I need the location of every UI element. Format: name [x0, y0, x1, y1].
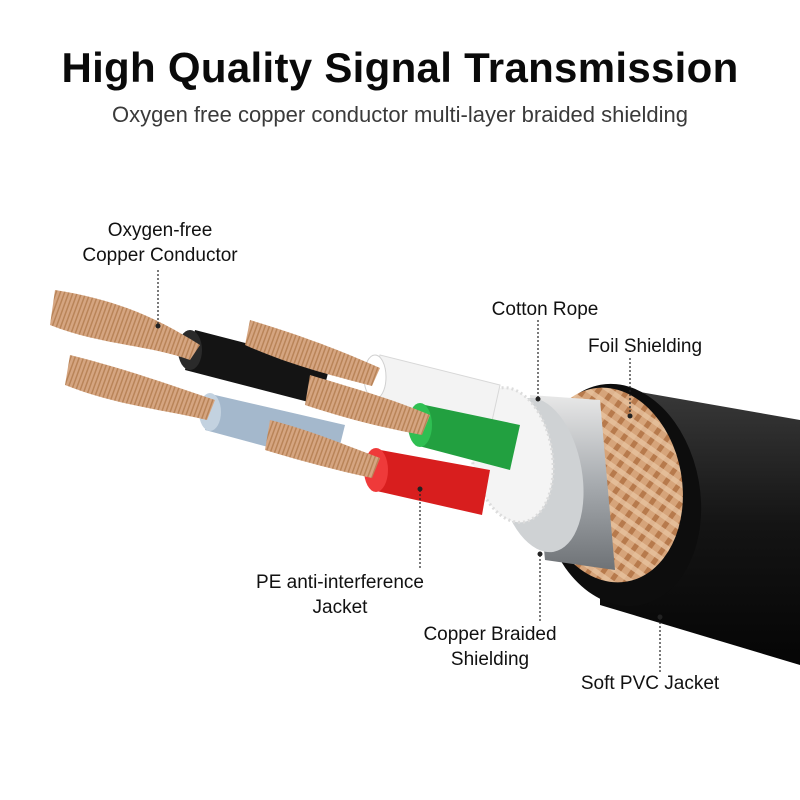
label-conductor-line2: Copper Conductor — [82, 245, 238, 266]
page-subtitle: Oxygen free copper conductor multi-layer… — [112, 102, 688, 127]
label-pe-jacket: PE anti-interference Jacket — [230, 570, 450, 620]
label-copper-braid: Copper Braided Shielding — [410, 622, 570, 672]
label-pe-jacket-line1: PE anti-interference — [256, 572, 424, 593]
label-pvc-jacket-text: Soft PVC Jacket — [580, 673, 720, 694]
label-copper-braid-line2: Shielding — [450, 649, 530, 670]
label-pe-jacket-line2: Jacket — [312, 597, 368, 618]
label-copper-braid-line1: Copper Braided — [423, 624, 557, 645]
wire-green — [305, 375, 520, 470]
page-title: High Quality Signal Transmission — [61, 44, 739, 91]
label-conductor: Oxygen-free Copper Conductor — [60, 218, 260, 268]
label-cotton-rope-text: Cotton Rope — [491, 299, 599, 320]
label-foil-shielding: Foil Shielding — [570, 334, 720, 359]
label-foil-shielding-text: Foil Shielding — [587, 336, 703, 357]
label-pvc-jacket: Soft PVC Jacket — [565, 671, 735, 696]
wire-red — [265, 420, 490, 515]
label-cotton-rope: Cotton Rope — [470, 297, 620, 322]
label-conductor-line1: Oxygen-free — [107, 220, 213, 241]
wire-black — [50, 290, 330, 405]
